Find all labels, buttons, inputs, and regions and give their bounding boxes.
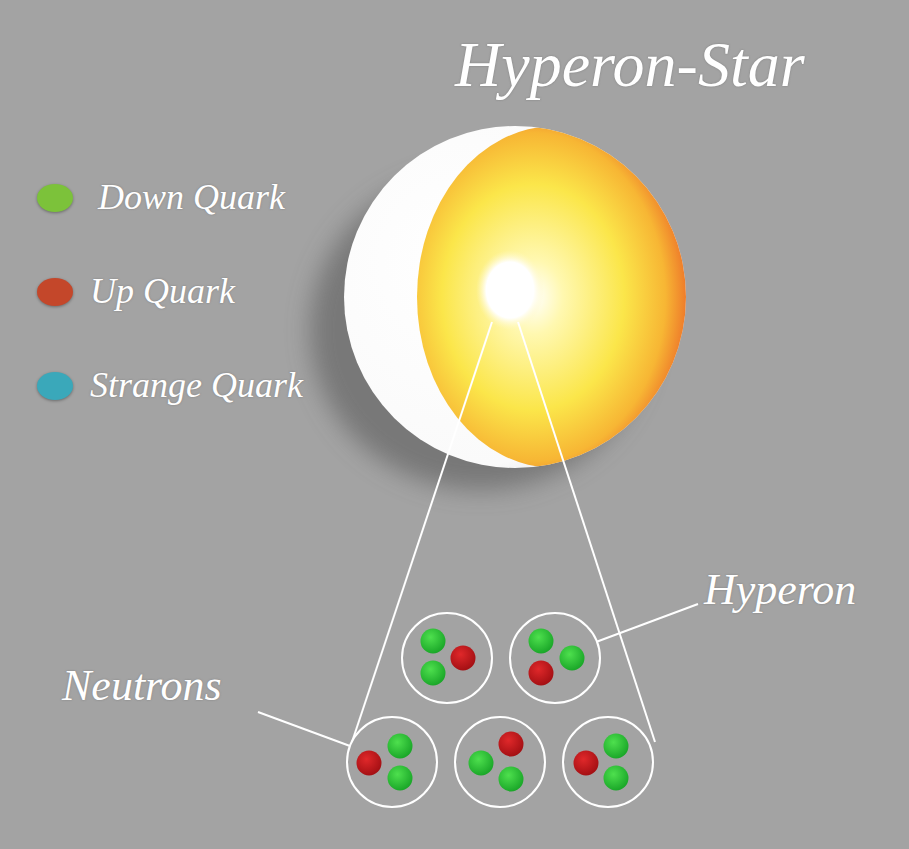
callout-label: Neutrons (62, 662, 222, 710)
legend-swatch (37, 372, 73, 400)
baryon-circles (347, 613, 653, 807)
legend-swatch (37, 184, 73, 212)
callout-label: Hyperon (704, 566, 856, 614)
quarks (357, 629, 629, 792)
zoom-lines (258, 322, 698, 746)
legend-label: Strange Quark (90, 366, 303, 406)
title: Hyperon-Star (455, 30, 805, 100)
legend-label: Up Quark (90, 272, 235, 312)
star-cutaway (417, 126, 693, 468)
star-core (476, 250, 544, 330)
legend-label: Down Quark (98, 178, 285, 218)
legend-swatch (37, 278, 73, 306)
